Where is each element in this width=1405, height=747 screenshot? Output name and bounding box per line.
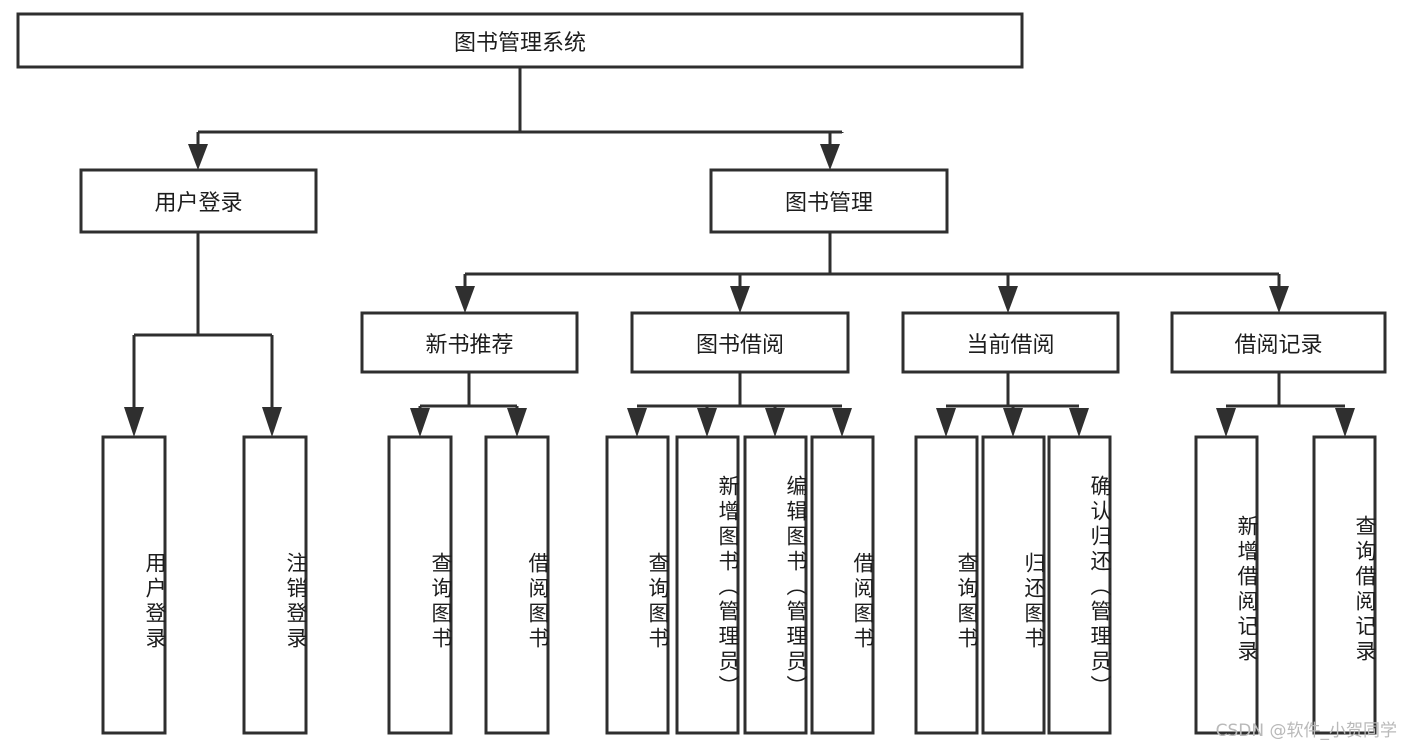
node-box-leaf-confirm-return[interactable] (1047, 435, 1112, 735)
arrow-to-book-manage (820, 144, 840, 170)
node-box-book-manage[interactable] (709, 168, 949, 234)
node-box-leaf-return-book[interactable] (981, 435, 1046, 735)
node-box-user-login[interactable] (79, 168, 318, 234)
connector-user-login-to-leaves (124, 232, 282, 437)
connector-book-manage-to-level3 (455, 232, 1289, 313)
arrow-leaf-user-logout (262, 407, 282, 437)
node-box-leaf-user-login[interactable] (101, 435, 167, 735)
arrow-to-new-book-recommend (455, 286, 475, 313)
node-box-current-borrow[interactable] (901, 311, 1120, 374)
node-box-leaf-borrow-book-2[interactable] (810, 435, 875, 735)
arrow-leaf-query-record (1335, 408, 1355, 437)
node-box-book-borrow[interactable] (630, 311, 850, 374)
arrow-leaf-confirm-return (1069, 408, 1089, 437)
connector-root-to-level2 (188, 67, 844, 170)
arrow-leaf-add-book (697, 408, 717, 437)
arrow-leaf-query-book-1 (410, 408, 430, 437)
node-box-leaf-add-record[interactable] (1194, 435, 1259, 735)
arrow-to-book-borrow (730, 286, 750, 313)
node-box-borrow-record[interactable] (1170, 311, 1387, 374)
arrow-leaf-query-book-3 (936, 408, 956, 437)
node-box-leaf-user-logout[interactable] (242, 435, 308, 735)
node-box-leaf-query-book-3[interactable] (914, 435, 979, 735)
node-box-leaf-add-book[interactable] (675, 435, 740, 735)
arrow-to-current-borrow (998, 286, 1018, 313)
arrow-leaf-return-book (1003, 408, 1023, 437)
node-box-new-book-recommend[interactable] (360, 311, 579, 374)
connector-new-book-recommend-to-leaves (410, 372, 527, 437)
node-box-leaf-edit-book[interactable] (743, 435, 808, 735)
arrow-leaf-add-record (1216, 408, 1236, 437)
node-box-leaf-query-book-2[interactable] (605, 435, 670, 735)
arrow-to-borrow-record (1269, 286, 1289, 313)
node-box-leaf-borrow-book-1[interactable] (484, 435, 550, 735)
connector-borrow-record-to-leaves (1216, 372, 1355, 437)
arrow-leaf-borrow-book-2 (832, 408, 852, 437)
arrow-leaf-user-login (124, 407, 144, 437)
node-box-leaf-query-book-1[interactable] (387, 435, 453, 735)
arrow-leaf-query-book-2 (627, 408, 647, 437)
node-box-root[interactable] (16, 12, 1024, 69)
connector-book-borrow-to-leaves (627, 372, 852, 437)
node-box-leaf-query-record[interactable] (1312, 435, 1377, 735)
arrow-leaf-edit-book (765, 408, 785, 437)
arrow-to-user-login (188, 144, 208, 170)
connector-current-borrow-to-leaves (936, 372, 1089, 437)
arrow-leaf-borrow-book-1 (507, 408, 527, 437)
